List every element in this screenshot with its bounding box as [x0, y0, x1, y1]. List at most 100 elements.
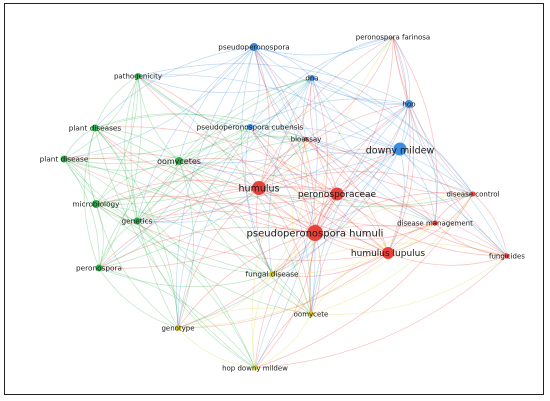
edge-peronospora-farinosa-bioassay [305, 36, 394, 140]
edge-plant-disease-microbiology [63, 158, 97, 205]
edge-pseudoperonospora-peronospora [98, 46, 255, 269]
edge-humulus-lupulus-disease-control [387, 193, 474, 254]
edge-genetics-hop-downy-mildew [136, 220, 256, 369]
edge-dna-pseudoperonospora-humuli [311, 77, 328, 234]
edge-pseudoperonospora-pseudoperonospora-cubensis [249, 46, 260, 128]
edge-dna-genetics [136, 77, 313, 222]
node-label-oomycetes: oomycetes [157, 157, 201, 166]
edge-pseudoperonospora-cubensis-microbiology [95, 126, 251, 205]
edge-humulus-fungicides [258, 186, 508, 257]
edge-plant-disease-genetics [63, 158, 138, 222]
edge-dna-fungal-disease [268, 77, 313, 275]
edge-hop-genetics [136, 103, 410, 222]
node-label-disease-control: disease control [446, 190, 499, 198]
edge-disease-control-fungicides [472, 193, 508, 257]
edge-humulus-lupulus-hop-downy-mildew [254, 252, 389, 369]
edge-dna-pathogenicity [137, 75, 313, 94]
node-downy-mildew[interactable] [393, 142, 407, 156]
node-oomycete[interactable] [308, 311, 314, 317]
edge-dna-fungicides [311, 77, 508, 257]
node-humulus-lupulus[interactable] [382, 247, 394, 259]
edge-oomycetes-pseudoperonospora-humuli [178, 160, 316, 234]
edge-hop-fungal-disease [271, 103, 410, 275]
edge-pseudoperonospora-cubensis-genotype [177, 126, 251, 329]
edge-peronosporaceae-oomycete [308, 193, 338, 315]
edge-humulus-genotype [177, 187, 260, 329]
edge-pathogenicity-genetics [124, 75, 139, 222]
edge-downy-mildew-bioassay [305, 138, 401, 154]
edge-genetics-genotype [136, 220, 179, 329]
edge-oomycetes-humulus-lupulus [178, 160, 389, 254]
edge-pseudoperonospora-cubensis-bioassay [249, 126, 307, 141]
edge-pseudoperonospora-cubensis-downy-mildew [249, 126, 401, 155]
node-pseudoperonospora-humuli[interactable] [307, 225, 323, 241]
node-humulus[interactable] [252, 181, 266, 195]
edge-hop-disease-management [408, 103, 437, 224]
edge-humulus-peronosporaceae [258, 187, 338, 199]
edge-pseudoperonospora-humuli-fungicides [314, 224, 508, 257]
edge-pathogenicity-plant-disease [63, 75, 139, 160]
edge-plant-diseases-humulus [94, 127, 260, 189]
edge-peronospora-peronosporaceae [98, 193, 338, 269]
node-oomycetes[interactable] [175, 157, 183, 165]
edge-pseudoperonospora-pseudoperonospora-humuli [253, 46, 316, 234]
edge-plant-disease-oomycetes [63, 158, 180, 171]
node-label-hop-downy-mildew: hop downy mildew [222, 364, 288, 372]
edge-downy-mildew-disease-management [399, 148, 436, 224]
edge-downy-mildew-genetics [136, 148, 401, 223]
edge-plant-diseases-genotype [94, 127, 179, 329]
node-peronosporaceae[interactable] [330, 187, 344, 201]
node-label-fungal-disease: fungal disease [246, 270, 299, 279]
node-plant-disease[interactable] [60, 155, 68, 163]
node-label-genotype: genotype [161, 324, 194, 332]
edge-dna-genotype [177, 77, 313, 329]
node-hop-downy-mildew[interactable] [252, 365, 258, 371]
edge-peronosporaceae-hop-downy-mildew [254, 193, 338, 369]
edge-microbiology-humulus [95, 179, 260, 205]
edge-humulus-disease-control [258, 171, 474, 195]
node-dna[interactable] [309, 75, 315, 81]
edge-plant-diseases-pseudoperonospora-humuli [94, 127, 316, 234]
edge-hop-pseudoperonospora-cubensis [249, 98, 410, 128]
edge-plant-diseases-bioassay [94, 113, 307, 140]
node-fungicides[interactable] [504, 253, 510, 259]
node-genotype[interactable] [175, 325, 181, 331]
node-pathogenicity[interactable] [135, 73, 141, 79]
node-label-peronospora: peronospora [76, 264, 122, 273]
node-label-peronosporaceae: peronosporaceae [298, 190, 377, 200]
edge-peronospora-humulus [98, 187, 260, 269]
node-microbiology[interactable] [92, 200, 100, 208]
edge-dna-plant-disease [63, 77, 313, 160]
edge-pseudoperonospora-humulus [253, 46, 270, 189]
node-disease-control[interactable] [470, 191, 476, 197]
edge-genetics-oomycete [136, 220, 312, 315]
node-genetics[interactable] [133, 217, 141, 225]
edge-fungicides-hop-downy-mildew [254, 255, 508, 369]
node-label-humulus-lupulus: humulus lupulus [351, 249, 425, 259]
node-peronospora[interactable] [95, 264, 103, 272]
node-fungal-disease[interactable] [269, 271, 275, 277]
edge-pseudoperonospora-cubensis-plant-diseases [94, 113, 251, 129]
node-label-genetics: genetics [122, 217, 153, 226]
edge-oomycetes-microbiology [95, 160, 180, 205]
edge-dna-oomycetes [178, 77, 313, 162]
edge-downy-mildew-pathogenicity [137, 74, 401, 150]
edge-plant-diseases-hop-downy-mildew [94, 127, 256, 369]
edge-pseudoperonospora-plant-disease [63, 46, 255, 160]
node-plant-diseases[interactable] [91, 124, 99, 132]
edge-downy-mildew-hop-downy-mildew [254, 148, 401, 369]
node-pseudoperonospora-cubensis[interactable] [247, 124, 253, 130]
edge-peronospora-farinosa-oomycetes [178, 36, 394, 162]
node-label-pseudoperonospora-humuli: pseudoperonospora humuli [247, 229, 384, 240]
node-pseudoperonospora[interactable] [250, 43, 258, 51]
node-disease-management[interactable] [432, 220, 438, 226]
edge-fungal-disease-oomycete [271, 273, 312, 315]
node-bioassay[interactable] [304, 137, 308, 141]
edge-plant-disease-oomycete [63, 158, 312, 315]
edge-pseudoperonospora-oomycete [253, 46, 316, 315]
edge-downy-mildew-oomycetes [178, 148, 401, 176]
edge-pseudoperonospora-plant-diseases [94, 46, 255, 129]
node-hop[interactable] [405, 100, 413, 108]
